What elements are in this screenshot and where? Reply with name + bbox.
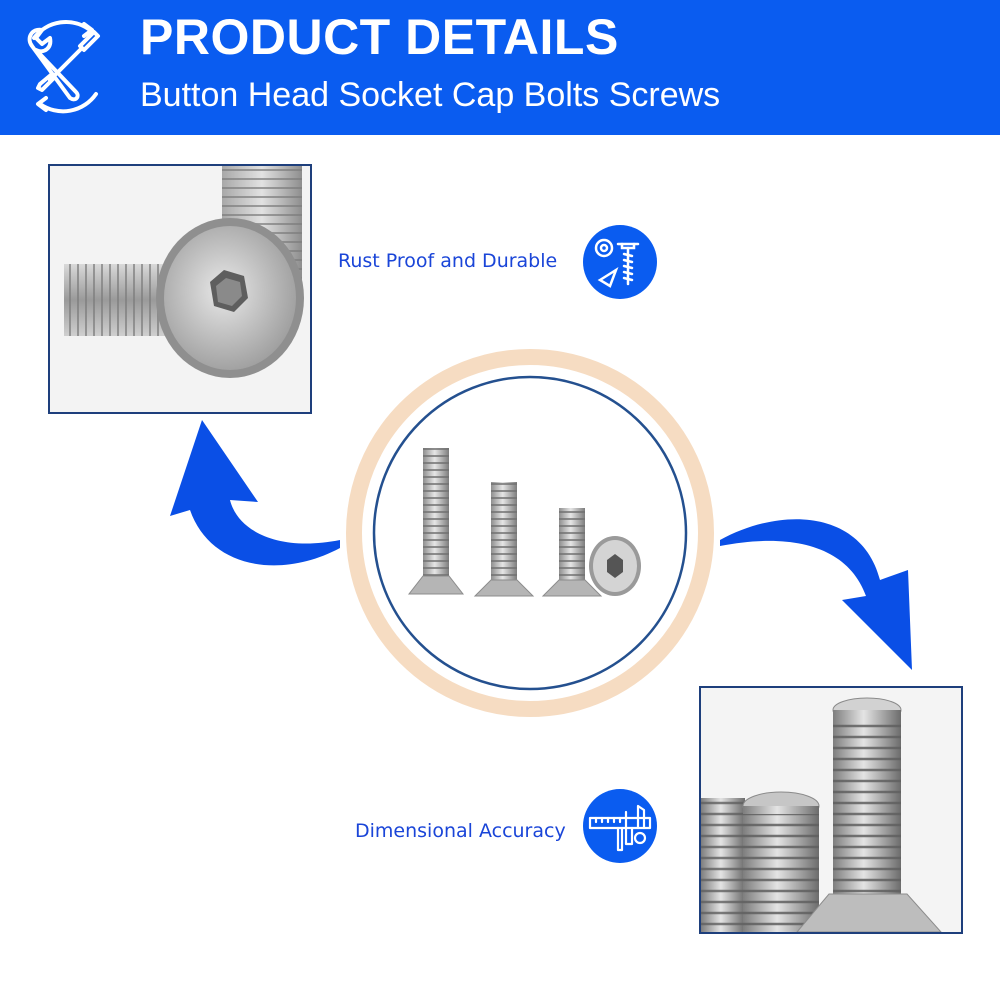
header-banner: PRODUCT DETAILS Button Head Socket Cap B… [0, 0, 1000, 135]
page-subtitle: Button Head Socket Cap Bolts Screws [140, 76, 721, 114]
center-product-ring [345, 348, 715, 718]
page-title: PRODUCT DETAILS [140, 9, 619, 65]
thread-closeup-photo [699, 686, 963, 934]
caliper-icon [583, 789, 657, 863]
screw-washer-icon [583, 225, 657, 299]
feature-label-dimensional-accuracy: Dimensional Accuracy [355, 820, 566, 842]
feature-label-rust-proof: Rust Proof and Durable [338, 250, 558, 272]
arrow-to-bottom-photo [720, 519, 912, 670]
arrow-to-top-photo [170, 420, 340, 566]
screw-head-closeup-photo [48, 164, 312, 414]
wrench-screwdriver-icon [27, 20, 100, 114]
